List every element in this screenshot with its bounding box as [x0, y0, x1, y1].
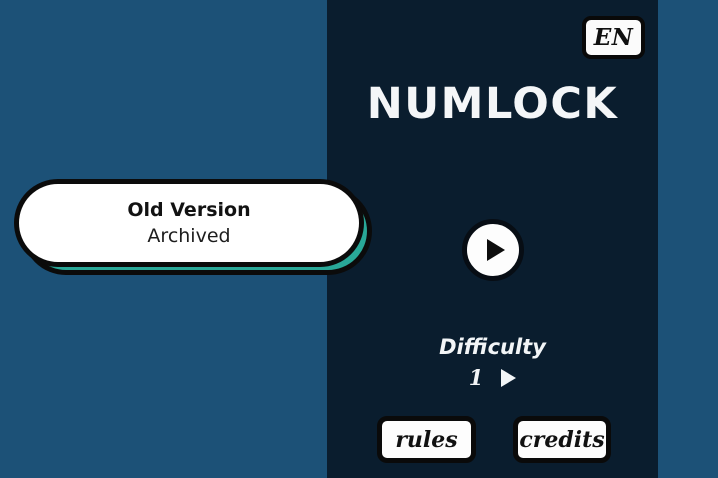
triangle-right-icon[interactable]	[501, 368, 517, 387]
old-version-title: Old Version	[127, 199, 251, 221]
old-version-subtitle: Archived	[147, 225, 231, 247]
language-badge-en[interactable]: EN	[582, 16, 645, 59]
difficulty-label: Difficulty	[439, 335, 546, 359]
difficulty-selector: Difficulty 1	[327, 334, 658, 390]
rules-button[interactable]: rules	[377, 416, 476, 463]
difficulty-value: 1	[468, 365, 484, 390]
backdrop-right	[658, 0, 718, 478]
credits-button[interactable]: credits	[513, 416, 611, 463]
old-version-card[interactable]: Old Version Archived	[14, 179, 372, 275]
difficulty-controls: 1	[327, 365, 658, 390]
card-face: Old Version Archived	[14, 179, 364, 267]
play-button[interactable]	[462, 219, 524, 281]
play-triangle-icon	[486, 239, 505, 261]
game-title: NUMLOCK	[366, 79, 619, 129]
